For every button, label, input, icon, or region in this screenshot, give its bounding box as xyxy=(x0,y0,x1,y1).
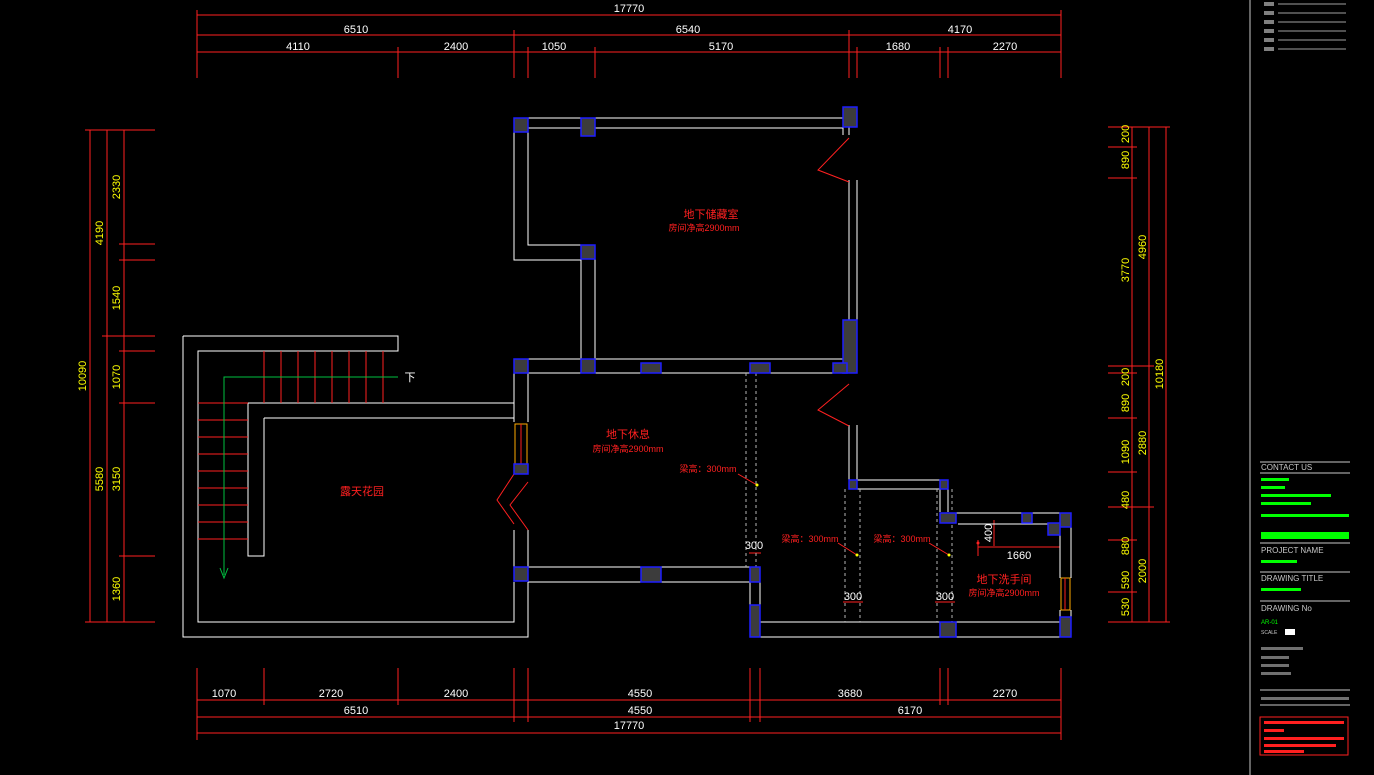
beam-markers xyxy=(755,483,980,557)
stair-direction-arrow xyxy=(219,376,398,580)
dim-bottom-fine: 1070 xyxy=(212,688,236,700)
structural-columns xyxy=(513,106,1072,638)
room-label-lounge: 地下休息 xyxy=(606,427,650,441)
dim-top-fine: 4110 xyxy=(286,41,310,53)
dim-top-fine: 1680 xyxy=(886,41,910,53)
dim-left-mid: 4190 xyxy=(94,221,106,245)
scale-label: SCALE xyxy=(1261,630,1278,636)
window-openings xyxy=(514,423,1071,611)
dim-right-fine: 480 xyxy=(1120,491,1132,509)
dim-top-mid: 6540 xyxy=(676,24,700,36)
dim-bottom-mid: 6170 xyxy=(898,705,922,717)
drawing-number: AR-01 xyxy=(1261,620,1279,626)
dim-left-fine: 1360 xyxy=(111,577,123,601)
dim-bottom-fine: 3680 xyxy=(838,688,862,700)
dim-right-mid: 4960 xyxy=(1137,235,1149,259)
dim-right-fine: 890 xyxy=(1120,151,1132,169)
title-block: CONTACT US PROJECT NAME DRAWING TITLE DR… xyxy=(1249,0,1350,775)
walls xyxy=(182,117,1072,638)
dim-top-fine: 2400 xyxy=(444,41,468,53)
dim-bottom-fine: 2720 xyxy=(319,688,343,700)
dim-top-total: 17770 xyxy=(614,3,645,15)
drawing-no-label: DRAWING No xyxy=(1261,604,1312,613)
room-height-storage: 房间净高2900mm xyxy=(668,222,739,233)
dim-right-fine: 890 xyxy=(1120,394,1132,412)
project-name-label: PROJECT NAME xyxy=(1261,546,1324,555)
dim-bottom-fine: 4550 xyxy=(628,688,652,700)
door-swings xyxy=(496,137,850,531)
beam-label: 梁高：300mm xyxy=(781,533,838,544)
room-label-washroom: 地下洗手间 xyxy=(977,572,1032,586)
dim-bottom-mid: 6510 xyxy=(344,705,368,717)
dim-left-fine: 1070 xyxy=(111,365,123,389)
room-height-lounge: 房间净高2900mm xyxy=(592,443,663,454)
dim-right-total: 10180 xyxy=(1154,359,1166,390)
dim-top-fine: 5170 xyxy=(709,41,733,53)
dim-left-fine: 3150 xyxy=(111,467,123,491)
dim-inner: 300 xyxy=(844,591,862,603)
dim-right-fine: 1090 xyxy=(1120,440,1132,464)
dim-right-fine: 200 xyxy=(1120,368,1132,386)
room-label-storage: 地下储藏室 xyxy=(684,207,739,221)
dimension-lines xyxy=(85,10,1170,740)
dim-top-fine: 2270 xyxy=(993,41,1017,53)
dim-inner: 300 xyxy=(936,591,954,603)
stair-down-label: 下 xyxy=(405,372,416,384)
dim-top-mid: 6510 xyxy=(344,24,368,36)
dim-bottom-mid: 4550 xyxy=(628,705,652,717)
dim-bottom-total: 17770 xyxy=(614,720,645,732)
dim-bottom-fine: 2270 xyxy=(993,688,1017,700)
dim-right-fine: 880 xyxy=(1120,537,1132,555)
dim-right-fine: 530 xyxy=(1120,598,1132,616)
contact-header: CONTACT US xyxy=(1261,463,1312,472)
dim-left-total: 10090 xyxy=(77,361,89,392)
beam-label: 梁高：300mm xyxy=(873,533,930,544)
dim-inner: 400 xyxy=(983,524,995,542)
dim-left-mid: 5580 xyxy=(94,467,106,491)
dim-top-mid: 4170 xyxy=(948,24,972,36)
dim-inner: 1660 xyxy=(1007,550,1031,562)
beam-label: 梁高：300mm xyxy=(679,463,736,474)
dim-left-fine: 1540 xyxy=(111,286,123,310)
dim-right-fine: 3770 xyxy=(1120,258,1132,282)
dim-right-fine: 590 xyxy=(1120,571,1132,589)
dim-right-mid: 2880 xyxy=(1137,431,1149,455)
stair-treads xyxy=(198,351,384,540)
dim-right-fine: 200 xyxy=(1120,125,1132,143)
dim-left-fine: 2330 xyxy=(111,175,123,199)
dim-right-mid: 2000 xyxy=(1137,559,1149,583)
room-height-washroom: 房间净高2900mm xyxy=(968,587,1039,598)
dim-bottom-fine: 2400 xyxy=(444,688,468,700)
dim-inner: 300 xyxy=(745,540,763,552)
drawing-title-label: DRAWING TITLE xyxy=(1261,574,1323,583)
dim-top-fine: 1050 xyxy=(542,41,566,53)
room-label-garden: 露天花园 xyxy=(340,485,384,498)
